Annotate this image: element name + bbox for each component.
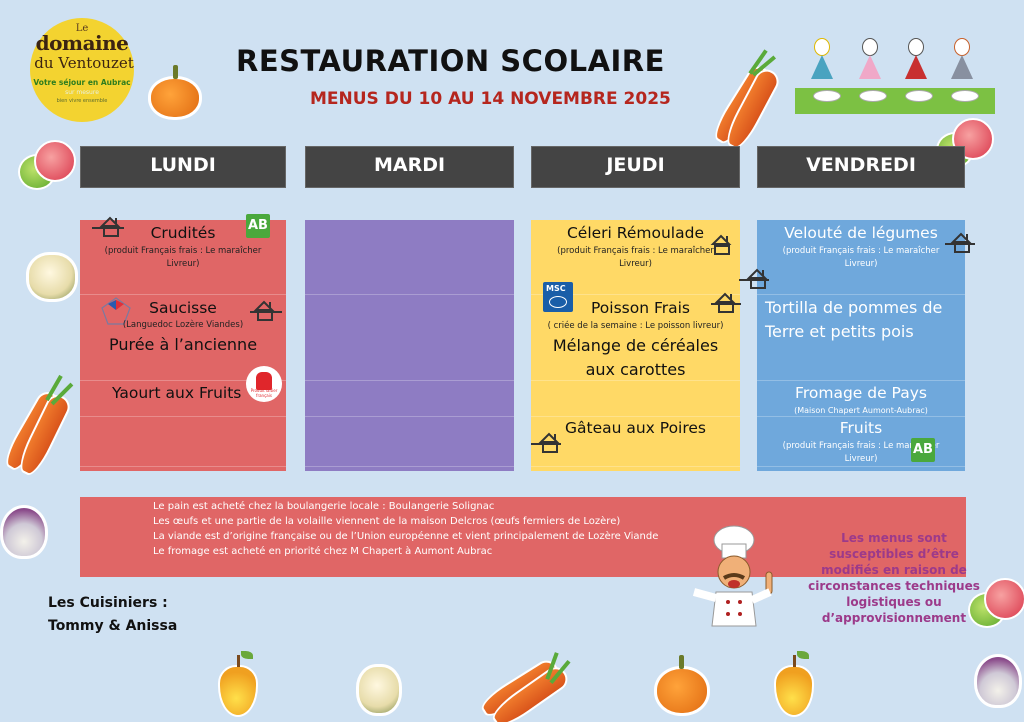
page-title: RESTAURATION SCOLAIRE (236, 44, 665, 78)
dish-tortilla: Tortilla de pommes de Terre et petits po… (765, 298, 943, 341)
pumpkin-icon (654, 655, 710, 716)
fait-maison-icon (711, 290, 747, 316)
apple-icon (968, 578, 1024, 630)
dish-note: (Languedoc Lozère Viandes) (122, 320, 244, 330)
dish-note: (produit Français frais : Le maraîcher L… (104, 246, 262, 269)
day-header-lundi: LUNDI (80, 146, 286, 188)
dish-note: (produit Français frais : Le maraîcher L… (782, 441, 940, 464)
dish-yaourt: Yaourt aux Fruits (112, 384, 242, 402)
day-column-vendredi: Velouté de légumes (produit Français fra… (739, 220, 975, 471)
chef-illustration (690, 522, 790, 627)
msc-icon: MSC (543, 282, 573, 312)
cooks-credit: Les Cuisiniers : Tommy & Anissa (48, 592, 177, 638)
fait-maison-icon (945, 230, 981, 256)
dish-veloute-legumes: Velouté de légumes (784, 224, 938, 242)
agriculture-biologique-icon: AB (246, 214, 270, 238)
logo-ventouzet: du Ventouzet (34, 54, 134, 72)
info-line-meat: La viande est d’origine française ou de … (153, 531, 659, 542)
turnip-icon (0, 505, 48, 559)
cauliflower-icon (356, 664, 402, 716)
day-column-mardi (305, 220, 514, 471)
day-header-vendredi: VENDREDI (757, 146, 965, 188)
dish-puree: Purée à l’ancienne (108, 335, 258, 354)
dish-fruits: Fruits (839, 419, 883, 437)
logo-tagline-3: bien vivre ensemble (56, 98, 108, 104)
dish-note: (produit Français frais : Le maraîcher L… (782, 246, 940, 269)
pear-icon (218, 651, 258, 717)
day-header-mardi: MARDI (305, 146, 514, 188)
cooks-label: Les Cuisiniers : (48, 595, 168, 611)
dish-melange-cereales: Mélange de céréales aux carottes (552, 336, 719, 379)
dish-gateau-poires: Gâteau aux Poires (564, 419, 707, 437)
dish-note: (produit Français frais : Le maraîcher L… (557, 246, 714, 269)
carrot-icon (709, 48, 783, 153)
logo-le: Le (75, 23, 89, 34)
day-column-lundi: AB Crudités (produit Français frais : Le… (80, 214, 286, 471)
pumpkin-icon (148, 65, 202, 120)
info-line-eggs: Les œufs et une partie de la volaille vi… (153, 516, 621, 527)
domaine-du-ventouzet-logo: Le domaine du Ventouzet Votre séjour en … (30, 18, 134, 122)
pear-icon (774, 651, 814, 717)
fait-maison-icon (92, 214, 128, 240)
info-line-bread: Le pain est acheté chez la boulangerie l… (153, 501, 495, 512)
kids-at-table-illustration (795, 38, 1024, 114)
dish-crudites: Crudités (150, 224, 216, 242)
day-header-jeudi: JEUDI (531, 146, 740, 188)
logo-tagline-2: sur mesure (65, 89, 99, 96)
fait-maison-icon (739, 266, 775, 292)
menu-change-warning: Les menus sont susceptibles d’être modif… (808, 531, 980, 625)
logo-domaine: domaine (35, 31, 129, 55)
menu-date-range: MENUS DU 10 AU 14 NOVEMBRE 2025 (310, 89, 671, 109)
dish-poisson-frais: Poisson Frais (590, 299, 690, 317)
fait-maison-icon (709, 232, 745, 258)
produit-laitier-francais-icon: Produit laitier français (246, 366, 282, 402)
fait-maison-icon (246, 298, 282, 324)
cooks-names: Tommy & Anissa (48, 618, 178, 634)
info-line-cheese: Le fromage est acheté en priorité chez M… (153, 546, 493, 557)
dish-saucisse: Saucisse (149, 299, 217, 317)
dish-note: (Maison Chapert Aumont-Aubrac) (794, 406, 928, 415)
agriculture-biologique-icon: AB (911, 438, 935, 462)
cauliflower-icon (26, 252, 78, 302)
dish-fromage-de-pays: Fromage de Pays (795, 384, 927, 402)
carrot-icon (0, 374, 80, 479)
supplier-info-bar: Le pain est acheté chez la boulangerie l… (80, 497, 966, 577)
logo-tagline: Votre séjour en Aubrac (33, 78, 131, 87)
dish-celeri-remoulade: Céleri Rémoulade (566, 224, 704, 242)
day-column-jeudi: Céleri Rémoulade (produit Français frais… (531, 220, 741, 471)
le-porc-francais-icon (98, 296, 134, 326)
fait-maison-icon (531, 430, 567, 456)
dish-note: ( criée de la semaine : Le poisson livre… (547, 321, 724, 331)
turnip-icon (974, 654, 1022, 708)
carrot-icon (470, 650, 580, 722)
apple-icon (18, 140, 78, 192)
